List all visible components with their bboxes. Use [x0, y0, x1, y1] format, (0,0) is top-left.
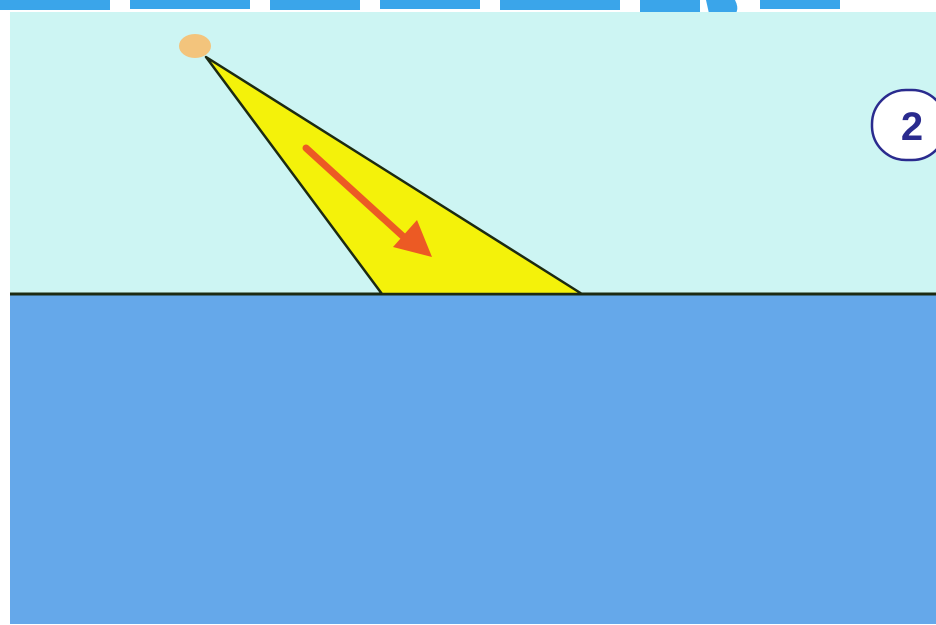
step-badge-label: 2 — [901, 105, 923, 149]
light-source-icon — [179, 34, 211, 58]
step-badge: 2 — [872, 90, 936, 160]
water-region — [10, 294, 936, 624]
